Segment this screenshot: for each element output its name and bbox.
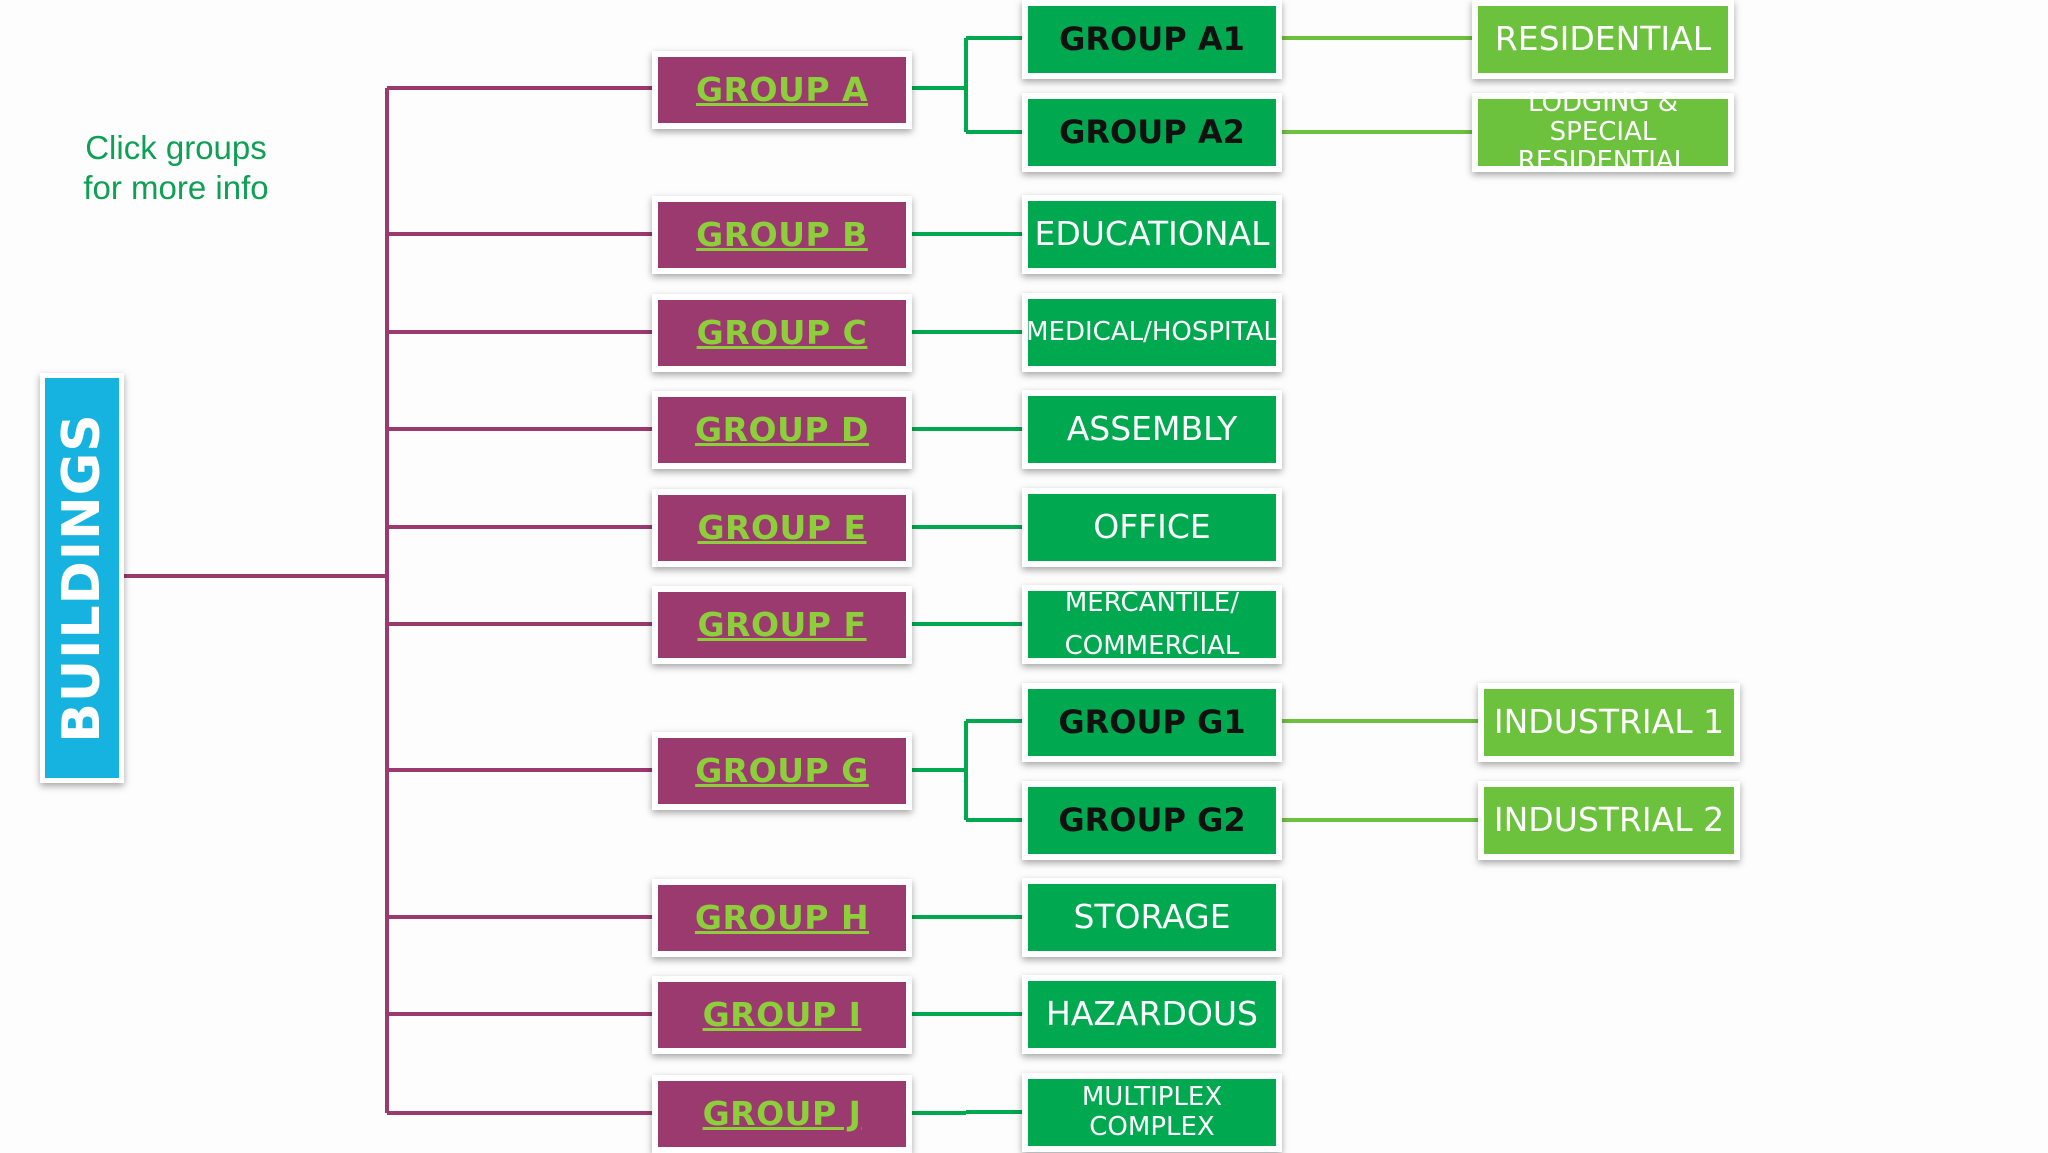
group-a1-node: GROUP A1 bbox=[1022, 0, 1282, 79]
hazardous-label: HAZARDOUS bbox=[1046, 994, 1258, 1034]
group-a-node: GROUP A bbox=[652, 51, 912, 129]
group-b-link[interactable]: GROUP B bbox=[696, 214, 868, 254]
industrial-1-node: INDUSTRIAL 1 bbox=[1478, 683, 1740, 762]
industrial-1-label: INDUSTRIAL 1 bbox=[1493, 702, 1725, 742]
group-j-node: GROUP J bbox=[652, 1075, 912, 1153]
group-a-link[interactable]: GROUP A bbox=[695, 69, 869, 109]
group-g1-node: GROUP G1 bbox=[1022, 683, 1282, 762]
group-c-link[interactable]: GROUP C bbox=[696, 312, 868, 352]
industrial-2-node: INDUSTRIAL 2 bbox=[1478, 781, 1740, 860]
group-i-node: GROUP I bbox=[652, 976, 912, 1054]
commercial-label: COMMERCIAL bbox=[1064, 630, 1240, 661]
special-residential-label: RESIDENTIAL bbox=[1517, 146, 1689, 177]
group-d-link[interactable]: GROUP D bbox=[695, 409, 869, 449]
group-g1-label: GROUP G1 bbox=[1058, 702, 1246, 741]
assembly-node: ASSEMBLY bbox=[1022, 390, 1282, 469]
instruction-line-2: for more info bbox=[83, 169, 269, 207]
buildings-root-node: BUILDINGS bbox=[40, 373, 124, 783]
industrial-2-label: INDUSTRIAL 2 bbox=[1493, 800, 1725, 840]
hazardous-node: HAZARDOUS bbox=[1022, 975, 1282, 1054]
mercantile-commercial-node: MERCANTILE/ COMMERCIAL bbox=[1022, 585, 1282, 664]
assembly-label: ASSEMBLY bbox=[1066, 409, 1238, 449]
multiplex-complex-node: MULTIPLEX COMPLEX bbox=[1022, 1073, 1282, 1152]
group-f-link[interactable]: GROUP F bbox=[697, 604, 867, 644]
instruction-text: Click groups for more info bbox=[60, 128, 292, 209]
medical-hospital-node: MEDICAL/HOSPITAL bbox=[1022, 293, 1282, 372]
group-g2-node: GROUP G2 bbox=[1022, 781, 1282, 860]
group-e-link[interactable]: GROUP E bbox=[697, 507, 867, 547]
storage-label: STORAGE bbox=[1073, 897, 1231, 937]
group-e-node: GROUP E bbox=[652, 489, 912, 567]
group-i-link[interactable]: GROUP I bbox=[702, 994, 862, 1034]
group-j-link[interactable]: GROUP J bbox=[702, 1093, 862, 1133]
group-a2-label: GROUP A2 bbox=[1059, 112, 1245, 151]
office-node: OFFICE bbox=[1022, 488, 1282, 567]
group-g2-label: GROUP G2 bbox=[1058, 800, 1246, 839]
multiplex-label: MULTIPLEX bbox=[1081, 1082, 1223, 1113]
lodging-label: LODGING & SPECIAL bbox=[1528, 87, 1678, 147]
group-a1-label: GROUP A1 bbox=[1059, 19, 1245, 58]
office-label: OFFICE bbox=[1093, 507, 1211, 547]
group-g-node: GROUP G bbox=[652, 732, 912, 810]
mercantile-label: MERCANTILE/ bbox=[1064, 587, 1240, 618]
group-c-node: GROUP C bbox=[652, 294, 912, 372]
group-h-node: GROUP H bbox=[652, 879, 912, 957]
storage-node: STORAGE bbox=[1022, 878, 1282, 957]
medical-hospital-label: MEDICAL/HOSPITAL bbox=[1026, 316, 1278, 347]
buildings-label: BUILDINGS bbox=[52, 413, 112, 743]
educational-node: EDUCATIONAL bbox=[1022, 195, 1282, 274]
educational-label: EDUCATIONAL bbox=[1034, 214, 1270, 254]
complex-label: COMPLEX bbox=[1089, 1111, 1215, 1142]
instruction-line-1: Click groups bbox=[85, 129, 267, 166]
residential-label: RESIDENTIAL bbox=[1494, 19, 1712, 59]
group-h-link[interactable]: GROUP H bbox=[694, 897, 870, 937]
group-d-node: GROUP D bbox=[652, 391, 912, 469]
group-g-link[interactable]: GROUP G bbox=[695, 750, 869, 790]
residential-node: RESIDENTIAL bbox=[1472, 0, 1734, 79]
group-f-node: GROUP F bbox=[652, 586, 912, 664]
group-b-node: GROUP B bbox=[652, 196, 912, 274]
group-a2-node: GROUP A2 bbox=[1022, 93, 1282, 172]
lodging-special-residential-node: LODGING & SPECIAL RESIDENTIAL bbox=[1472, 88, 1734, 176]
